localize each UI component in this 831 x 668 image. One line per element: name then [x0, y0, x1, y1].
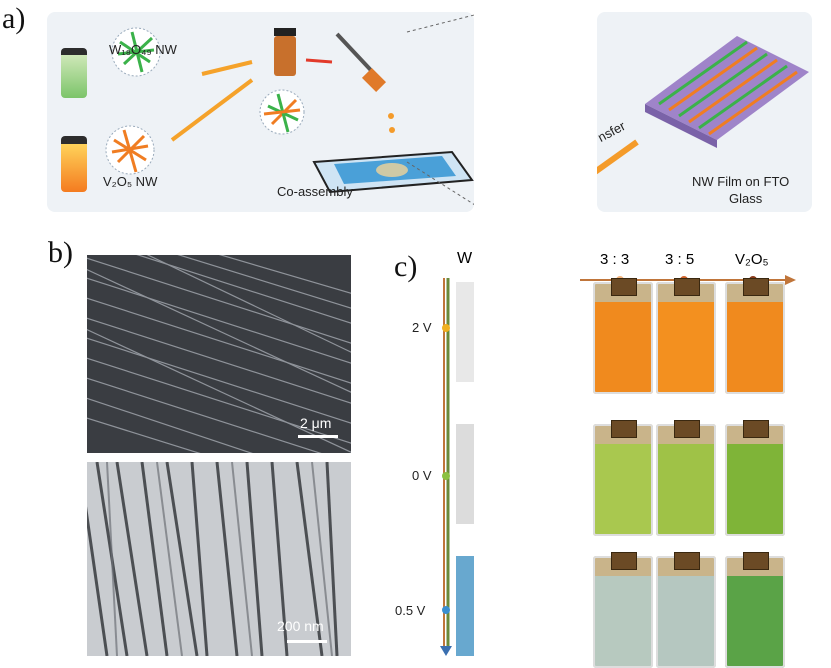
- left-strip-row1: [456, 282, 474, 382]
- w-nw-label: W₁₈O₄₉ NW: [109, 42, 177, 57]
- col-header-v2o5: V₂O₅: [735, 251, 769, 268]
- slide-clip: [611, 278, 637, 296]
- sample-slide: [725, 552, 785, 668]
- tem-nanowires: [87, 462, 339, 656]
- film-label-line2: Glass: [729, 191, 763, 206]
- panel-label-c: c): [394, 250, 418, 283]
- sample-slide: [656, 420, 716, 536]
- coassembly-label: Co-assembly: [277, 184, 353, 199]
- panel-a-left: W₁₈O₄₉ NW V₂O₅ NW Co-assembly: [47, 12, 474, 212]
- panel-label-b: b): [48, 236, 73, 269]
- film-label-line1: NW Film on FTO: [692, 174, 790, 189]
- left-strip-row3: [456, 556, 474, 656]
- tem-scale-label: 200 nm: [277, 618, 324, 634]
- v-nw-label: V₂O₅ NW: [103, 174, 158, 189]
- sem-scale-label: 2 μm: [300, 415, 332, 431]
- slide-clip: [743, 420, 769, 438]
- sem-scalebar: [298, 435, 338, 438]
- panel-a-scheme: [105, 14, 474, 205]
- slide-clip: [611, 552, 637, 570]
- sample-slide: [593, 278, 653, 394]
- w-vial: [61, 48, 87, 98]
- tem-scalebar: [287, 640, 327, 643]
- tem-image: 200 nm: [87, 462, 351, 656]
- panel-a-right: nsfer NW Film on FTO Glass: [595, 12, 812, 212]
- sem-image: 2 μm: [87, 255, 351, 453]
- slide-clip: [674, 278, 700, 296]
- nw-film-diagram: [597, 36, 809, 175]
- voltage-2v: 2 V: [412, 320, 432, 335]
- voltage-0-5v: 0.5 V: [395, 603, 426, 618]
- sample-slide: [656, 552, 716, 668]
- slide-clip: [611, 420, 637, 438]
- col-header-3-3: 3 : 3: [600, 251, 630, 268]
- slide-clip: [674, 552, 700, 570]
- left-strip-row2: [456, 424, 474, 524]
- sample-slide: [656, 278, 716, 394]
- slide-clip: [674, 420, 700, 438]
- v-vial: [61, 136, 87, 192]
- col-header-3-5: 3 : 5: [665, 251, 695, 268]
- voltage-0v: 0 V: [412, 468, 432, 483]
- sample-slide: [725, 420, 785, 536]
- slide-clip: [743, 552, 769, 570]
- panel-label-a: a): [2, 2, 26, 35]
- slide-clip: [743, 278, 769, 296]
- sample-slide: [593, 420, 653, 536]
- header-w-fragment: W: [457, 250, 473, 267]
- sample-slide: [725, 278, 785, 394]
- sem-nanowires: [87, 255, 351, 453]
- sample-slide: [593, 552, 653, 668]
